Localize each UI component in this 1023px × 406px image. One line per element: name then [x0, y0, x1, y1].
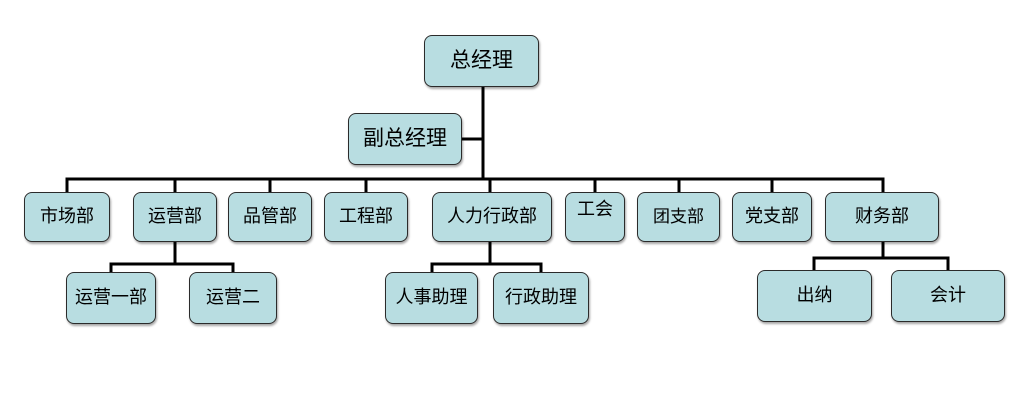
org-node-operations: 运营部 — [133, 192, 217, 242]
org-node-label: 总经理 — [450, 48, 513, 73]
org-node-label: 人事助理 — [395, 287, 468, 309]
org-node-cashier: 出纳 — [757, 270, 872, 322]
org-node-engineering: 工程部 — [324, 192, 408, 242]
org-node-label: 出纳 — [796, 285, 833, 307]
org-node-quality-control: 品管部 — [228, 192, 312, 242]
org-node-label: 人力行政部 — [447, 206, 537, 228]
org-node-label: 行政助理 — [505, 287, 577, 309]
org-node-operations-dept-1: 运营一部 — [66, 272, 156, 324]
org-node-label: 团支部 — [653, 206, 704, 227]
org-node-marketing: 市场部 — [24, 192, 110, 242]
org-node-label: 财务部 — [855, 206, 909, 228]
org-node-label: 运营一部 — [75, 287, 147, 309]
org-node-finance: 财务部 — [825, 192, 939, 242]
org-node-hr-admin: 人力行政部 — [432, 192, 552, 242]
org-node-label: 运营部 — [148, 206, 202, 228]
org-node-deputy-general-manager: 副总经理 — [348, 113, 462, 165]
org-node-label: 副总经理 — [363, 126, 447, 151]
org-node-label: 工程部 — [339, 206, 393, 228]
org-node-party-branch: 党支部 — [732, 192, 812, 242]
org-node-accountant: 会计 — [891, 270, 1005, 322]
org-node-labor-union: 工会 — [565, 192, 625, 242]
org-node-label: 运营二 — [206, 287, 260, 309]
org-node-label: 市场部 — [40, 206, 94, 228]
org-node-admin-assistant: 行政助理 — [493, 272, 589, 324]
org-node-operations-dept-2: 运营二 — [189, 272, 277, 324]
org-node-youth-league-branch: 团支部 — [637, 192, 720, 242]
org-node-hr-assistant: 人事助理 — [385, 272, 478, 324]
org-node-label: 工会 — [577, 199, 613, 220]
org-node-label: 品管部 — [243, 206, 297, 228]
org-node-label: 党支部 — [745, 206, 799, 228]
org-node-label: 会计 — [930, 285, 966, 307]
org-node-general-manager: 总经理 — [424, 35, 539, 87]
